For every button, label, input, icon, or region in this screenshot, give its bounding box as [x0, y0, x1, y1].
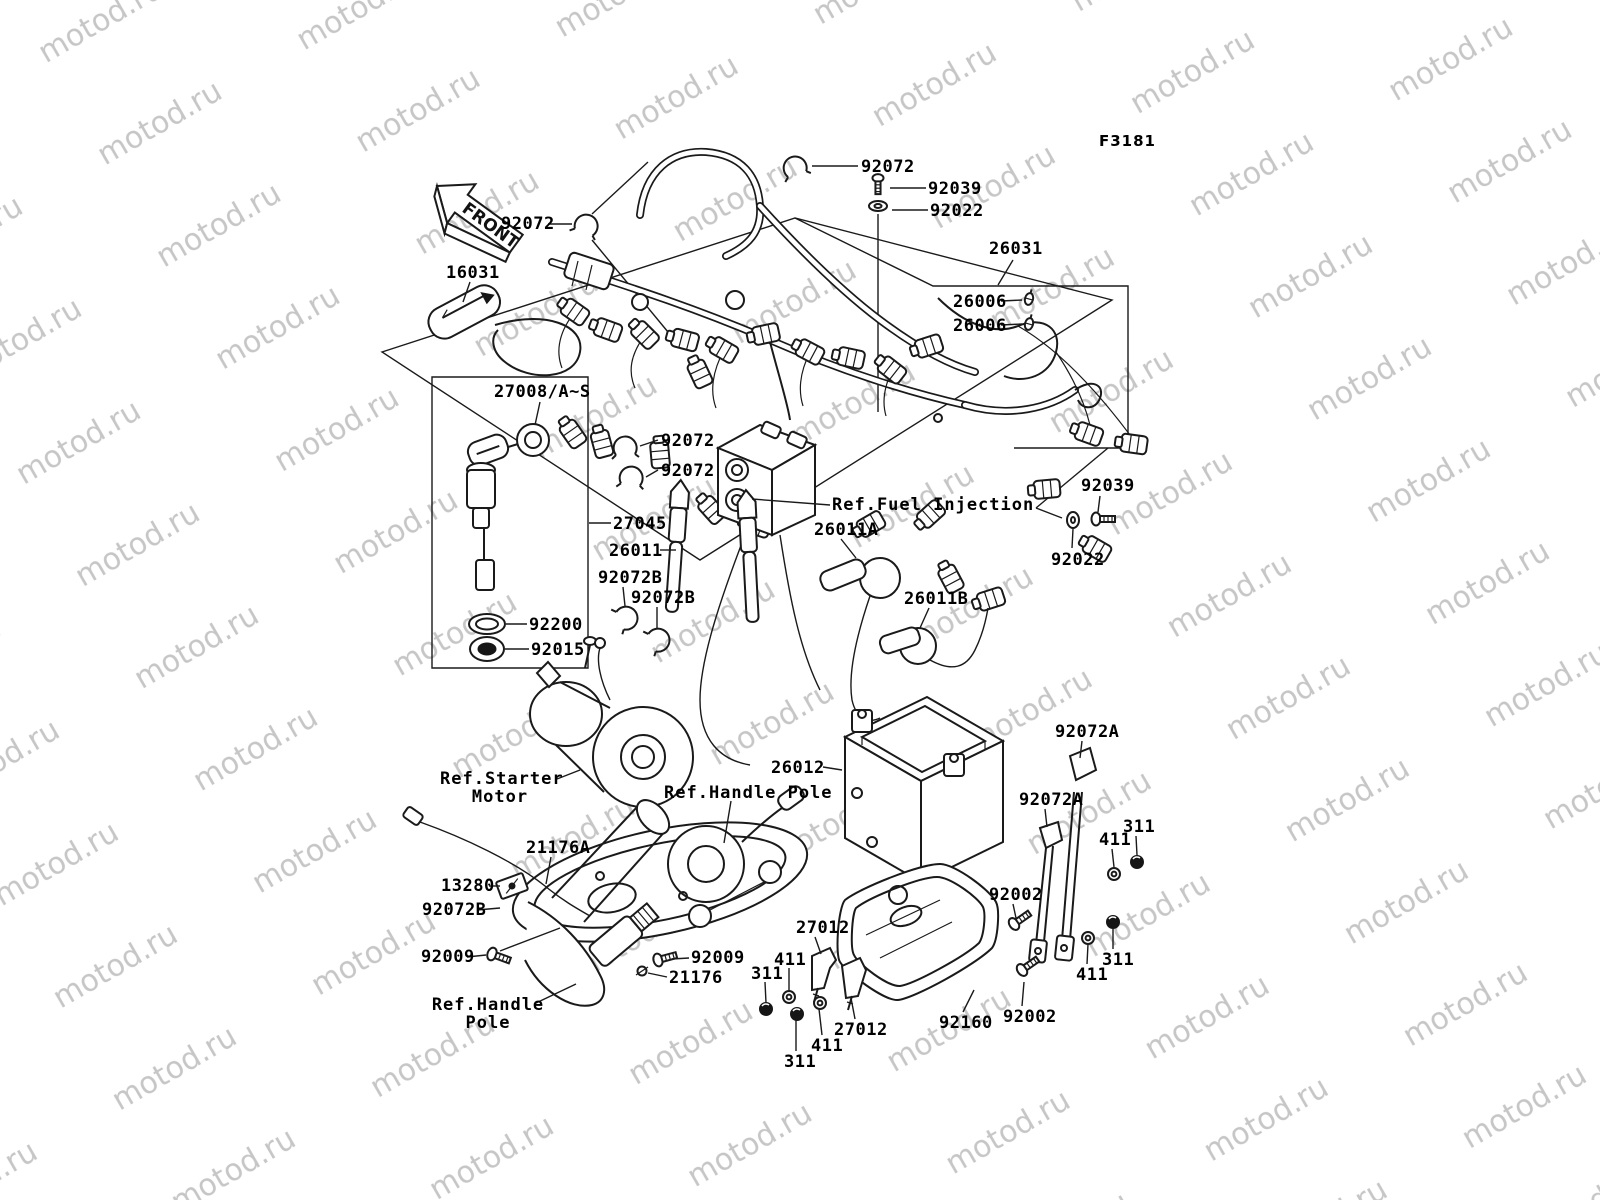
- callout-21176: 21176: [669, 968, 723, 988]
- battery: [845, 697, 1003, 882]
- ignition-switch-assembly: [465, 424, 549, 661]
- ref-fuel-injection: Ref.Fuel Injection: [832, 495, 1035, 515]
- ref-handle-pole-lower: Ref.Handle Pole: [428, 996, 548, 1033]
- callout-311-d: 311: [1102, 950, 1135, 970]
- callout-92039-a: 92039: [928, 179, 982, 199]
- ref-handle-line1: Ref.Handle: [431, 995, 545, 1015]
- leader-lines: [463, 166, 1137, 1051]
- ref-starter-line2: Motor: [471, 787, 529, 808]
- callout-92072-a: 92072: [501, 214, 555, 234]
- callout-27012-a: 27012: [796, 918, 850, 938]
- fasteners: [484, 152, 1145, 1022]
- front-arrow: FRONT: [417, 167, 532, 273]
- callout-411-c: 411: [811, 1036, 844, 1056]
- callout-26006-b: 26006: [953, 316, 1007, 336]
- cable-26011a: [818, 414, 942, 720]
- callout-26031: 26031: [989, 239, 1043, 259]
- callout-92160: 92160: [939, 1013, 993, 1033]
- cable-26011b: [878, 608, 988, 667]
- callout-92072-c: 92072: [661, 431, 715, 451]
- callout-27012-b: 27012: [834, 1020, 888, 1040]
- callout-92072b-a: 92072B: [598, 568, 663, 588]
- callout-92072b-b: 92072B: [631, 588, 696, 608]
- callout-27045: 27045: [613, 514, 667, 534]
- callout-92072-b: 92072: [861, 157, 915, 177]
- callout-16031: 16031: [446, 263, 500, 283]
- callout-27008: 27008/A~S: [494, 382, 591, 402]
- callout-26006-a: 26006: [953, 292, 1007, 312]
- callout-92009-a: 92009: [421, 947, 475, 967]
- battery-cables: [663, 414, 988, 720]
- figure-code: F3181: [1099, 132, 1156, 150]
- callout-92015: 92015: [531, 640, 585, 660]
- callout-92072a-b: 92072A: [1019, 790, 1084, 810]
- callout-411-a: 411: [1099, 830, 1132, 850]
- handle-pole-bracket: [502, 784, 817, 1006]
- callout-311-c: 311: [784, 1052, 817, 1072]
- callout-26012: 26012: [771, 758, 825, 778]
- battery-straps: [1029, 748, 1096, 963]
- callout-92002-b: 92002: [1003, 1007, 1057, 1027]
- key-fob: [423, 280, 580, 375]
- speed-sensor: [402, 806, 661, 968]
- callout-21176a: 21176A: [526, 838, 591, 858]
- callout-92072-d: 92072: [661, 461, 715, 481]
- starter-motor: [530, 637, 693, 807]
- callout-92072b-c: 92072B: [422, 900, 487, 920]
- ref-starter-line1: Ref.Starter: [440, 769, 564, 789]
- ref-starter-motor: Ref.Starter Motor: [440, 769, 564, 808]
- callout-26011b: 26011B: [904, 589, 969, 609]
- callout-411-b: 411: [774, 950, 807, 970]
- bracket-27012-group: [812, 948, 866, 1010]
- callout-26011: 26011: [609, 541, 663, 561]
- battery-tray: [838, 864, 999, 1000]
- callout-92200: 92200: [529, 615, 583, 635]
- callout-411-d: 411: [1076, 965, 1109, 985]
- callout-311-b: 311: [751, 964, 784, 984]
- callout-92039-b: 92039: [1081, 476, 1135, 496]
- callout-92072a-a: 92072A: [1055, 722, 1120, 742]
- callout-26011a: 26011A: [814, 520, 879, 540]
- callout-311-a: 311: [1123, 817, 1156, 837]
- wiring-harness: [552, 152, 1150, 615]
- callout-92022-a: 92022: [930, 201, 984, 221]
- callout-92022-b: 92022: [1051, 550, 1105, 570]
- ref-handle-line2: Pole: [465, 1013, 511, 1034]
- ref-handle-pole-upper: Ref.Handle Pole: [664, 783, 833, 803]
- callout-92009-b: 92009: [691, 948, 745, 968]
- callout-92002-a: 92002: [989, 885, 1043, 905]
- callout-13280: 13280: [441, 876, 495, 896]
